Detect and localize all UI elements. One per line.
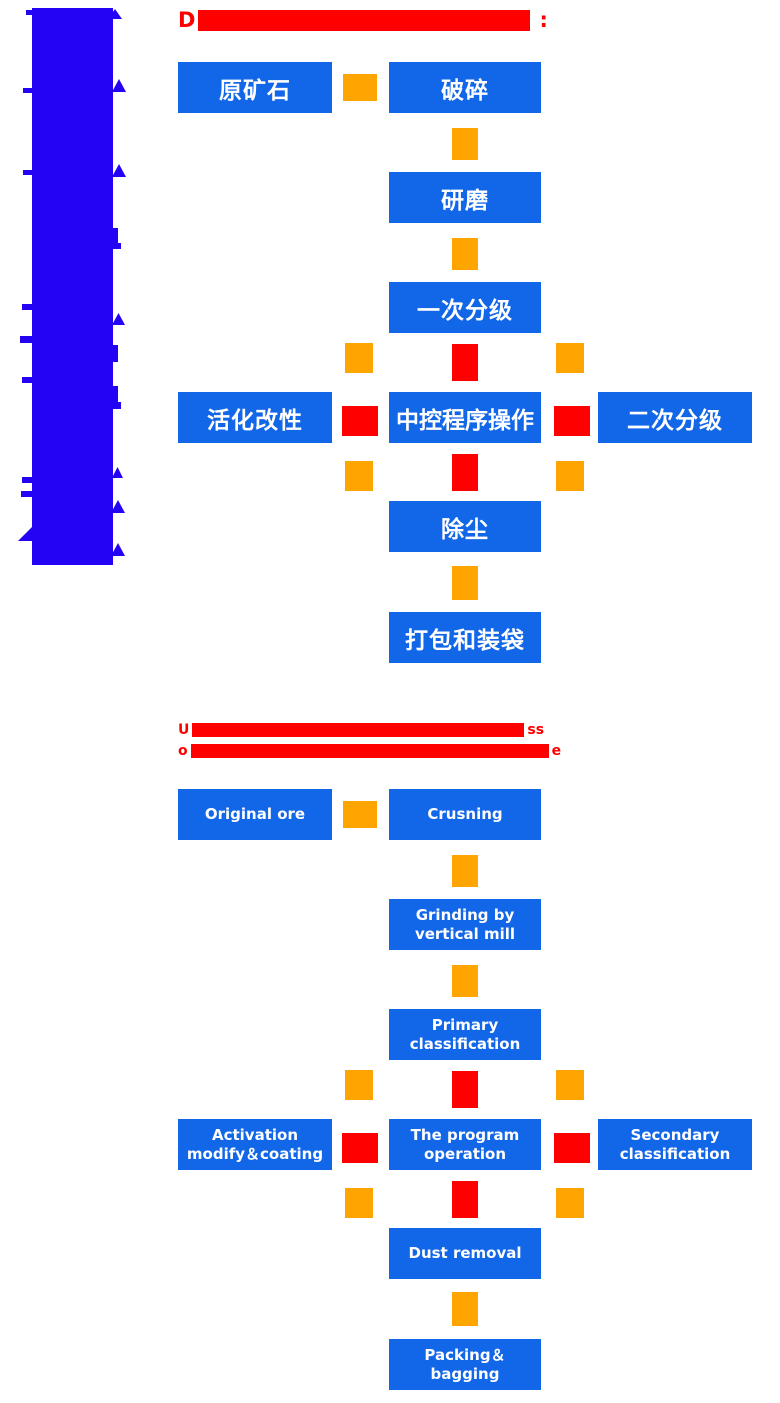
connector — [452, 238, 478, 270]
node-activation-cn: 活化改性 — [178, 392, 332, 443]
title-highlight-bar — [190, 743, 549, 758]
connector — [452, 1181, 478, 1218]
banner-stroke — [111, 543, 125, 556]
title-prefix: U — [178, 721, 190, 738]
connector — [345, 461, 373, 491]
node-center-cn: 中控程序操作 — [389, 392, 541, 443]
banner-stroke — [111, 500, 125, 513]
node-packing-cn: 打包和装袋 — [389, 612, 541, 663]
connector — [343, 74, 377, 101]
connector — [554, 406, 590, 436]
node-secondary-en: Secondary classification — [598, 1119, 752, 1170]
connector — [452, 1292, 478, 1326]
banner-stroke — [22, 477, 33, 483]
banner-stroke — [23, 170, 33, 175]
section-title-cn: D : — [178, 8, 548, 32]
banner-stroke — [112, 467, 123, 478]
connector — [342, 1133, 378, 1163]
connector — [345, 1188, 373, 1218]
node-original-ore-en: Original ore — [178, 789, 332, 840]
node-activation-en: Activation modify＆coating — [178, 1119, 332, 1170]
node-center-en: The program operation — [389, 1119, 541, 1170]
banner-stroke — [21, 491, 33, 497]
node-crushing-en: Crusning — [389, 789, 541, 840]
connector — [345, 1070, 373, 1100]
banner-stroke — [112, 79, 126, 92]
connector — [452, 965, 478, 997]
banner-stroke — [26, 10, 34, 15]
section-title-en-line2: o e — [178, 741, 561, 760]
title-suffix: e — [551, 742, 562, 759]
connector — [556, 1188, 584, 1218]
banner-stroke — [113, 228, 118, 248]
node-dust-cn: 除尘 — [389, 501, 541, 552]
connector — [342, 406, 378, 436]
connector — [452, 1071, 478, 1108]
connector — [452, 128, 478, 160]
connector — [452, 566, 478, 600]
banner-stroke — [108, 9, 122, 19]
banner-stroke — [109, 243, 121, 249]
node-primary-cn: 一次分级 — [389, 282, 541, 333]
connector — [345, 343, 373, 373]
node-dust-en: Dust removal — [389, 1228, 541, 1279]
connector — [343, 801, 377, 828]
banner-stroke — [23, 88, 33, 93]
banner-stroke — [22, 304, 33, 310]
banner-stroke — [20, 336, 32, 343]
banner-stroke — [113, 386, 118, 408]
node-crushing-cn: 破碎 — [389, 62, 541, 113]
banner-stroke — [18, 525, 34, 541]
node-grinding-en: Grinding by vertical mill — [389, 899, 541, 950]
connector — [556, 461, 584, 491]
title-suffix: : — [539, 8, 548, 32]
section-title-en-line1: U ss — [178, 720, 544, 739]
banner-stroke — [22, 377, 33, 383]
title-prefix: o — [178, 742, 188, 759]
connector — [554, 1133, 590, 1163]
node-primary-en: Primary classification — [389, 1009, 541, 1060]
banner-stroke — [113, 345, 118, 362]
connector — [452, 344, 478, 381]
node-packing-en: Packing＆bagging — [389, 1339, 541, 1390]
connector — [452, 855, 478, 887]
title-prefix: D — [178, 8, 196, 32]
banner-stroke — [108, 402, 121, 409]
connector — [556, 1070, 584, 1100]
connector — [452, 454, 478, 491]
title-highlight-bar — [198, 9, 531, 31]
vertical-text-banner — [32, 8, 113, 565]
connector — [556, 343, 584, 373]
node-secondary-cn: 二次分级 — [598, 392, 752, 443]
banner-stroke — [112, 164, 126, 177]
title-highlight-bar — [192, 722, 525, 737]
banner-stroke — [112, 313, 125, 325]
title-suffix: ss — [527, 721, 545, 738]
node-original-ore-cn: 原矿石 — [178, 62, 332, 113]
node-grinding-cn: 研磨 — [389, 172, 541, 223]
